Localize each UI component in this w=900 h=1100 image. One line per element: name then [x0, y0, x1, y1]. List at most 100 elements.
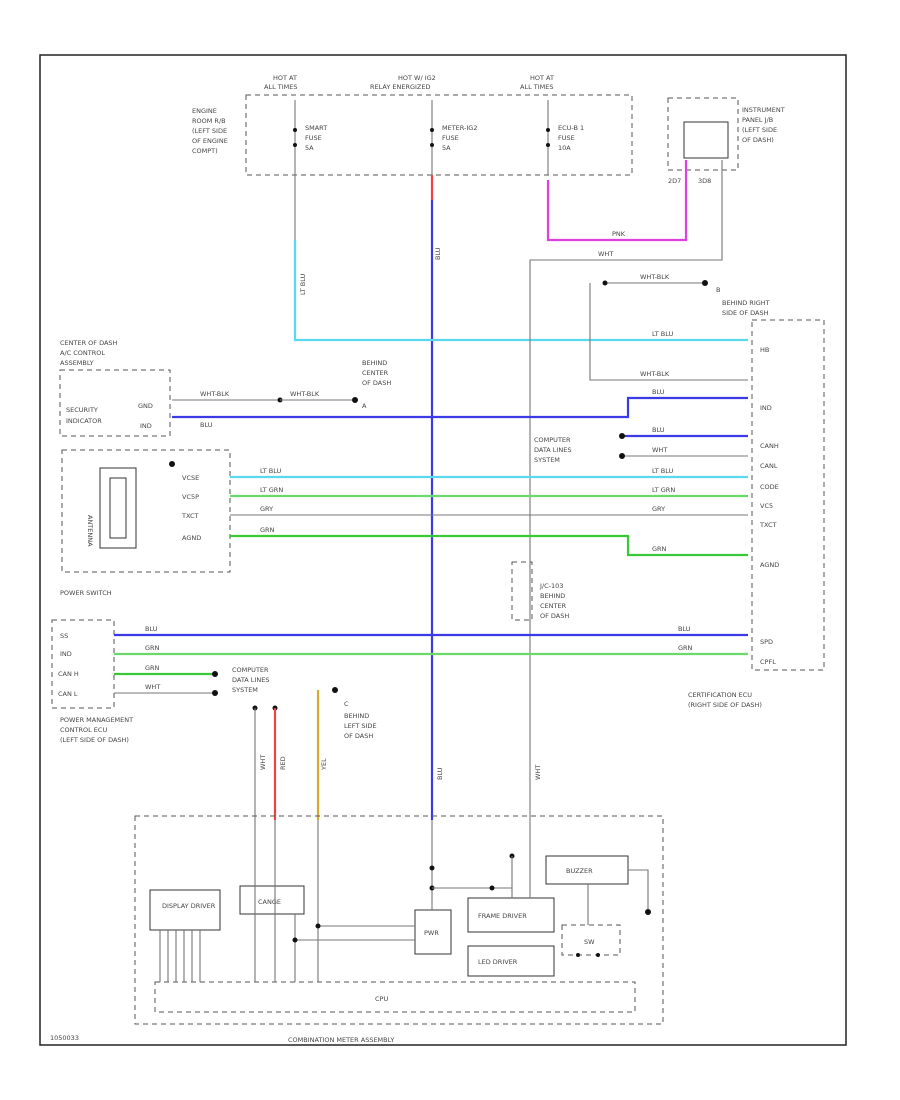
label-grn-agnd-r: GRN	[652, 545, 667, 553]
node-b-label: B	[716, 286, 720, 294]
ps-pin-3: CAN H	[58, 670, 79, 678]
fuse-1-node-top	[293, 128, 297, 132]
label-ltblu-vert: LT BLU	[299, 273, 307, 295]
node-c-label: C	[344, 700, 349, 708]
wire-wht-ipjb	[529, 160, 723, 820]
fuse-2-type: FUSE	[442, 134, 459, 142]
label-grn-ind: GRN	[145, 644, 160, 652]
block-sw	[561, 924, 621, 956]
ipjb-label-3: (LEFT SIDE	[742, 126, 777, 134]
power-switch: POWER SWITCH SS IND CAN H CAN L POWER MA…	[51, 589, 133, 744]
junction-jc103: J/C-103 BEHIND CENTER OF DASH	[511, 561, 569, 621]
ac-header-1: CENTER OF DASH	[60, 339, 118, 347]
label-whtblk-a: WHT-BLK	[290, 390, 320, 398]
ac-border	[59, 369, 171, 437]
node-canh	[619, 433, 625, 439]
relay-block-border	[245, 94, 633, 176]
ipjb-relay	[683, 121, 729, 159]
label-blu-ind: BLU	[200, 421, 213, 429]
cert-pin-2: IND	[760, 404, 772, 412]
block-led-driver-label: LED DRIVER	[478, 958, 518, 966]
engine-room-relay-block: HOT AT ALL TIMES HOT W/ IG2 RELAY ENERGI…	[192, 74, 633, 176]
block-buzzer-label: BUZZER	[566, 867, 593, 875]
fuse-3-node-bot	[546, 143, 550, 147]
label-blu-canh: BLU	[652, 426, 665, 434]
er-loc-4: OF ENGINE	[192, 137, 228, 145]
ac-pin-gnd: GND	[138, 402, 153, 410]
behind-center-2: CENTER	[362, 369, 389, 377]
er-loc-1: ENGINE	[192, 107, 217, 115]
meter-node-gnd	[645, 909, 651, 915]
block-cpu	[154, 981, 636, 1013]
cert-pin-9: SPD	[760, 638, 773, 646]
wire-pnk	[546, 160, 688, 242]
label-whtblk-top: WHT-BLK	[640, 273, 670, 281]
label-blu-spd-r: BLU	[678, 625, 691, 633]
diagram-frame	[39, 54, 847, 1046]
footer-code: 1050033	[50, 1034, 79, 1042]
cert-ecu-border	[751, 319, 825, 671]
wire-whtblk-loop	[589, 283, 748, 381]
block-display-driver	[149, 889, 221, 931]
cdl-right-2: DATA LINES	[534, 446, 571, 454]
cert-pin-3: CANH	[760, 442, 779, 450]
node-c	[332, 687, 338, 693]
behind-left-1: BEHIND	[344, 712, 369, 720]
power-switch-border	[51, 619, 115, 709]
block-cange	[239, 885, 305, 915]
meter-node-sw2	[596, 953, 600, 957]
ps-pin-1: SS	[60, 632, 68, 640]
cert-pin-5: CODE	[760, 483, 779, 491]
meter-node-sw1	[576, 953, 580, 957]
meter-node-6	[315, 923, 321, 929]
antenna-ground	[169, 461, 175, 467]
ipjb-label-2: PANEL J/B	[742, 116, 773, 124]
cert-label-1: CERTIFICATION ECU	[688, 691, 752, 699]
behind-center-1: BEHIND	[362, 359, 387, 367]
behind-left-3: OF DASH	[344, 732, 373, 740]
fuse-2-rating: 5A	[442, 144, 451, 152]
cdl-left-1: COMPUTER	[232, 666, 269, 674]
block-display-driver-label: DISPLAY DRIVER	[162, 902, 216, 910]
behind-right-2: SIDE OF DASH	[722, 309, 769, 317]
combination-meter-assembly: DISPLAY DRIVER CANGE PWR FRAME DRIVER LE…	[134, 815, 664, 1044]
block-frame-driver	[467, 897, 555, 933]
instrument-panel-jb: INSTRUMENT PANEL J/B (LEFT SIDE OF DASH)…	[667, 97, 785, 185]
label-blu-meter: BLU	[436, 767, 444, 780]
fuse-1-node-bot	[293, 143, 297, 147]
ac-pin-ind: IND	[140, 422, 152, 430]
ipjb-label-4: OF DASH)	[742, 136, 774, 144]
label-ltblu-code-r: LT BLU	[652, 467, 674, 475]
fuse-2-node-bot	[430, 143, 434, 147]
block-frame-driver-label: FRAME DRIVER	[478, 912, 527, 920]
behind-left-2: LEFT SIDE	[344, 722, 377, 730]
meter-label: COMBINATION METER ASSEMBLY	[288, 1036, 394, 1044]
label-blu-ind-r: BLU	[652, 388, 665, 396]
label-pnk: PNK	[612, 230, 626, 238]
label-gry-txct-r: GRY	[652, 505, 665, 513]
ps-pin-2: IND	[60, 650, 72, 658]
cert-pin-8: AGND	[760, 561, 779, 569]
antenna-pin-4: AGND	[182, 534, 201, 542]
cdl-left-3: SYSTEM	[232, 686, 258, 694]
cdl-right-1: COMPUTER	[534, 436, 571, 444]
label-grn-ind-r: GRN	[678, 644, 693, 652]
label-blu-vert: BLU	[434, 247, 442, 260]
label-wht-canl: WHT	[652, 446, 667, 454]
er-loc-3: (LEFT SIDE	[192, 127, 227, 135]
hot-label-1a: HOT AT	[273, 74, 297, 82]
label-wht-meter-r: WHT	[534, 765, 542, 780]
behind-center-3: OF DASH	[362, 379, 391, 387]
er-loc-5: COMPT)	[192, 147, 218, 155]
label-yel-meter: YEL	[320, 758, 328, 771]
ipjb-label-1: INSTRUMENT	[742, 106, 785, 114]
ac-inner-2: INDICATOR	[66, 417, 102, 425]
cert-pin-1: HB	[760, 346, 769, 354]
fuse-1-rating: 5A	[305, 144, 314, 152]
antenna-assembly: ANTENNA VCSE VC5P TXCT AGND	[61, 449, 231, 573]
hot-label-1b: ALL TIMES	[264, 83, 297, 91]
ac-header-3: ASSEMBLY	[60, 359, 94, 367]
meter-node-3	[489, 885, 495, 891]
wire-ltblu-hb	[293, 240, 748, 342]
